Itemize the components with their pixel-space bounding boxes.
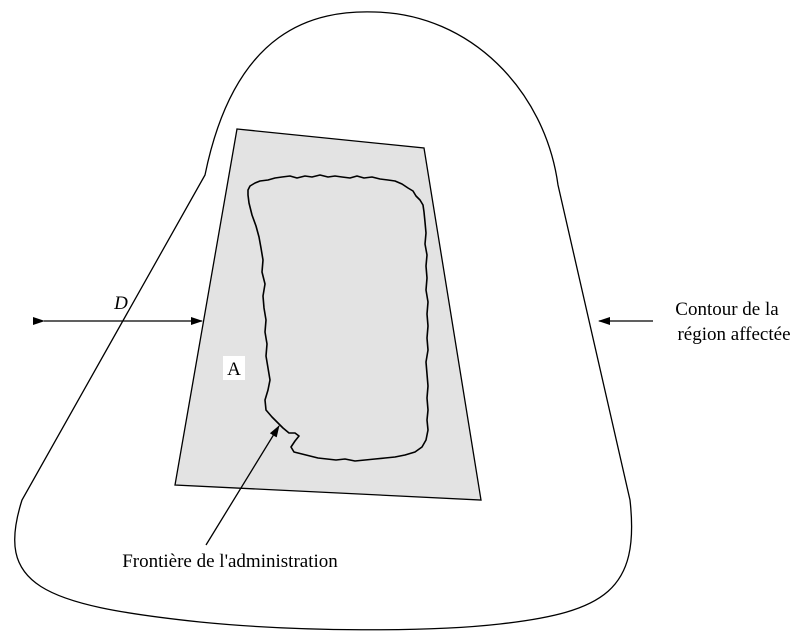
zone-label: A <box>227 359 241 380</box>
contour-label-line2: région affectée <box>677 324 790 345</box>
zone-label-background <box>223 356 245 380</box>
frontier-label: Frontière de l'administration <box>122 551 338 572</box>
zone-a-area <box>174 128 482 501</box>
distance-label: D <box>113 293 128 314</box>
contour-label-line1: Contour de la <box>675 299 779 320</box>
administration-frontier <box>247 174 429 462</box>
frontier-pointer-arrow <box>205 425 280 546</box>
